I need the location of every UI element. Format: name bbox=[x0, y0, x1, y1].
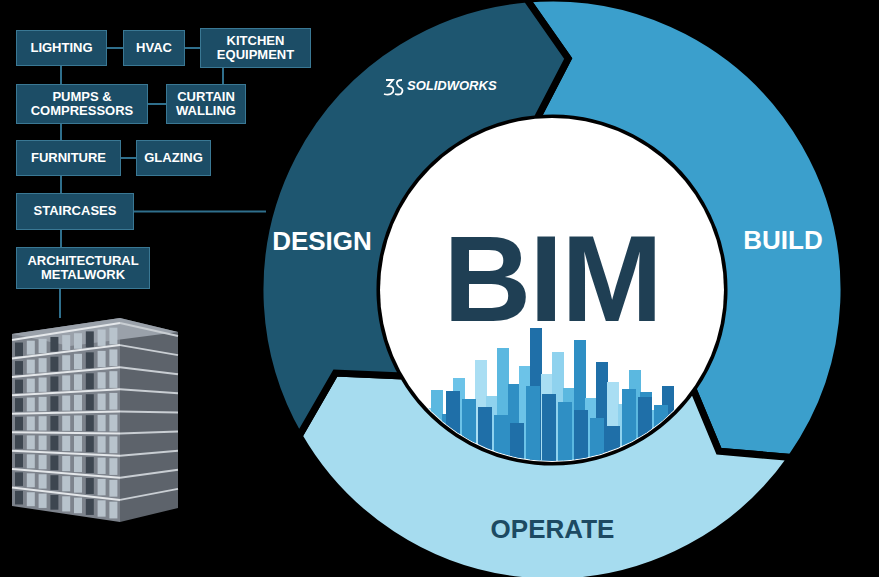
bim-circle: BIM bbox=[380, 118, 724, 462]
connector-line bbox=[60, 230, 62, 247]
leader-line bbox=[59, 288, 61, 318]
building-floors bbox=[12, 323, 178, 518]
furniture-box: FURNITURE bbox=[16, 140, 121, 176]
connector-line bbox=[121, 157, 136, 159]
building-roof bbox=[12, 318, 178, 346]
connector-line bbox=[185, 47, 200, 49]
glazing-box: GLAZING bbox=[136, 140, 211, 176]
solidworks-logo-mark bbox=[384, 80, 403, 95]
curtain-box: CURTAIN WALLING bbox=[166, 84, 246, 124]
component-label: GLAZING bbox=[144, 151, 203, 165]
bim-title: BIM bbox=[443, 218, 661, 340]
pumps-box: PUMPS & COMPRESSORS bbox=[16, 84, 148, 124]
staircases-box: STAIRCASES bbox=[16, 193, 134, 230]
connector-line bbox=[222, 68, 224, 84]
lighting-box: LIGHTING bbox=[16, 30, 107, 66]
component-label: KITCHEN EQUIPMENT bbox=[207, 34, 304, 62]
connector-line bbox=[60, 176, 62, 193]
connector-line bbox=[60, 124, 62, 140]
phase-label: DESIGN bbox=[272, 226, 372, 257]
connector-line bbox=[134, 211, 266, 213]
connector-line bbox=[60, 66, 62, 84]
kitchen-box: KITCHEN EQUIPMENT bbox=[200, 28, 311, 68]
design-label-area: DESIGN bbox=[266, 192, 378, 290]
operate-label-area: OPERATE bbox=[470, 506, 635, 552]
metalwork-box: ARCHITECTURAL METALWORK bbox=[16, 247, 150, 289]
hvac-box: HVAC bbox=[123, 30, 185, 66]
component-label: PUMPS & COMPRESSORS bbox=[23, 90, 141, 118]
connector-line bbox=[148, 103, 166, 105]
build-label-area: BUILD bbox=[728, 218, 838, 262]
component-label: ARCHITECTURAL METALWORK bbox=[23, 254, 143, 282]
operate-segment bbox=[299, 373, 791, 577]
component-label: HVAC bbox=[136, 41, 172, 55]
component-label: CURTAIN WALLING bbox=[173, 90, 239, 118]
building-side bbox=[120, 318, 178, 522]
building-front bbox=[12, 318, 120, 522]
component-label: FURNITURE bbox=[31, 151, 106, 165]
phase-label: OPERATE bbox=[491, 514, 615, 545]
component-label: STAIRCASES bbox=[34, 204, 117, 218]
connector-line bbox=[107, 47, 123, 49]
phase-label: BUILD bbox=[743, 225, 822, 256]
brand-label: SOLIDWORKS bbox=[407, 78, 497, 93]
component-label: LIGHTING bbox=[30, 41, 92, 55]
